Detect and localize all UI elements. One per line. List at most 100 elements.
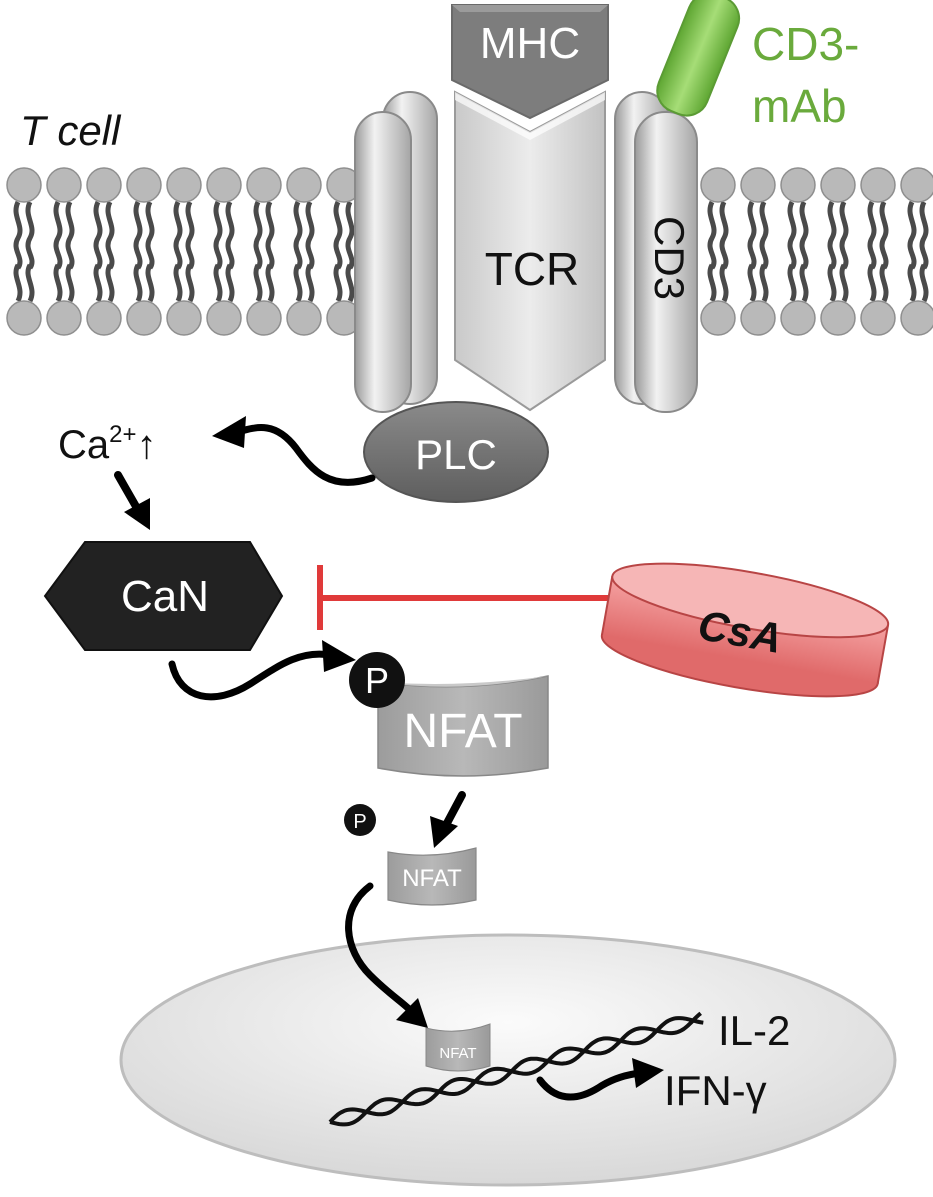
lipid-tail <box>25 200 35 303</box>
transcription-arrowhead <box>632 1058 664 1088</box>
mhc-molecule <box>451 4 609 120</box>
gene-ifng-label: IFN-γ <box>664 1067 767 1114</box>
lipid-tail <box>333 200 343 303</box>
phosphate-large <box>349 652 405 708</box>
lipid-tail <box>787 200 797 303</box>
lipid-tail <box>145 200 155 303</box>
nfat-dephosphorylation-arrow <box>442 791 466 829</box>
phosphate-small-label: P <box>353 811 366 833</box>
can-to-nfat-arrowhead <box>322 640 356 672</box>
lipid-head <box>860 167 896 203</box>
lipid-head <box>206 300 242 336</box>
lipid-head <box>246 300 282 336</box>
lipid-head <box>166 300 202 336</box>
lipid-head <box>166 167 202 203</box>
nfat-nuclear <box>425 1023 491 1072</box>
lipid-tail <box>225 200 235 303</box>
csa-inhibition-line <box>317 565 610 630</box>
nfat-dephosphorylation-arrowhead <box>430 816 458 848</box>
gene-il2-label: IL-2 <box>718 1007 790 1054</box>
lipid-head <box>700 167 736 203</box>
lipid-head <box>780 300 816 336</box>
lipid-head <box>286 167 322 203</box>
lipid-tail <box>105 200 115 303</box>
lipid-head <box>740 167 776 203</box>
nfat-nuclear-import-arrowhead <box>396 998 428 1028</box>
lipid-head <box>46 167 82 203</box>
plc-enzyme <box>363 401 549 503</box>
lipid-bilayer <box>6 167 933 336</box>
lipid-head <box>6 167 42 203</box>
lipid-tail <box>867 200 877 303</box>
cell-label: T cell <box>20 107 122 154</box>
lipid-head <box>86 167 122 203</box>
lipid-head <box>860 300 896 336</box>
can-label: CaN <box>121 572 209 621</box>
lipid-head <box>900 300 933 336</box>
lipid-head <box>286 300 322 336</box>
calcium-to-can-arrow <box>114 471 142 514</box>
lipid-tail <box>719 200 729 303</box>
lipid-tail <box>879 200 889 303</box>
transcription-arrow <box>536 1069 644 1101</box>
lipid-head <box>246 167 282 203</box>
lipid-tail <box>173 200 183 303</box>
lipid-tail <box>747 200 757 303</box>
lipid-head <box>780 167 816 203</box>
cd3-label: CD3 <box>646 216 693 300</box>
nfat-cytoplasmic <box>377 675 549 777</box>
lipid-head <box>86 300 122 336</box>
lipid-head <box>206 167 242 203</box>
csa-drug <box>600 562 890 698</box>
lipid-tail <box>213 200 223 303</box>
cd3-mab-label-line2: mAb <box>752 80 847 132</box>
plc-label: PLC <box>415 431 497 478</box>
lipid-head <box>820 167 856 203</box>
nfat-small <box>387 847 477 906</box>
lipid-tail <box>799 200 809 303</box>
can-to-nfat-arrow <box>168 650 334 701</box>
tcr-label: TCR <box>485 243 580 295</box>
nfat-nuclear-import-arrow <box>345 882 414 1014</box>
lipid-tail <box>839 200 849 303</box>
lipid-head <box>6 300 42 336</box>
nfat-small-label: NFAT <box>402 865 462 892</box>
lipid-head <box>46 300 82 336</box>
lipid-head <box>126 167 162 203</box>
phosphate-large-label: P <box>365 660 389 701</box>
lipid-tail <box>759 200 769 303</box>
calcium-label: Ca2+↑ <box>58 421 157 467</box>
cd3-mab-antibody <box>656 0 741 117</box>
plc-to-calcium-arrow <box>234 424 376 486</box>
tcr-receptor <box>454 90 606 412</box>
lipid-tail <box>707 200 717 303</box>
dna-strand <box>329 1016 704 1127</box>
lipid-tail <box>253 200 263 303</box>
nfat-cytoplasmic-label: NFAT <box>403 705 522 758</box>
lipid-head <box>700 300 736 336</box>
phosphate-small <box>344 804 376 836</box>
dna-helix <box>328 1011 704 1127</box>
lipid-tail <box>133 200 143 303</box>
cd3-right-subunits <box>614 91 698 413</box>
cd3-mab-label-line1: CD3- <box>752 18 859 70</box>
lipid-tail <box>265 200 275 303</box>
lipid-tail <box>345 200 355 303</box>
lipid-tail <box>907 200 917 303</box>
lipid-tail <box>305 200 315 303</box>
lipid-tail <box>13 200 23 303</box>
nucleus <box>119 933 897 1187</box>
calcium-to-can-arrowhead <box>124 498 150 530</box>
cd3-left-subunits <box>354 91 438 413</box>
lipid-tail <box>293 200 303 303</box>
lipid-head <box>740 300 776 336</box>
calcineurin <box>43 541 284 651</box>
lipid-head <box>820 300 856 336</box>
plc-to-calcium-arrowhead <box>212 416 246 448</box>
nfat-nuclear-label: NFAT <box>439 1045 476 1062</box>
lipid-tail <box>827 200 837 303</box>
lipid-tail <box>53 200 63 303</box>
dna-strand <box>328 1011 702 1124</box>
